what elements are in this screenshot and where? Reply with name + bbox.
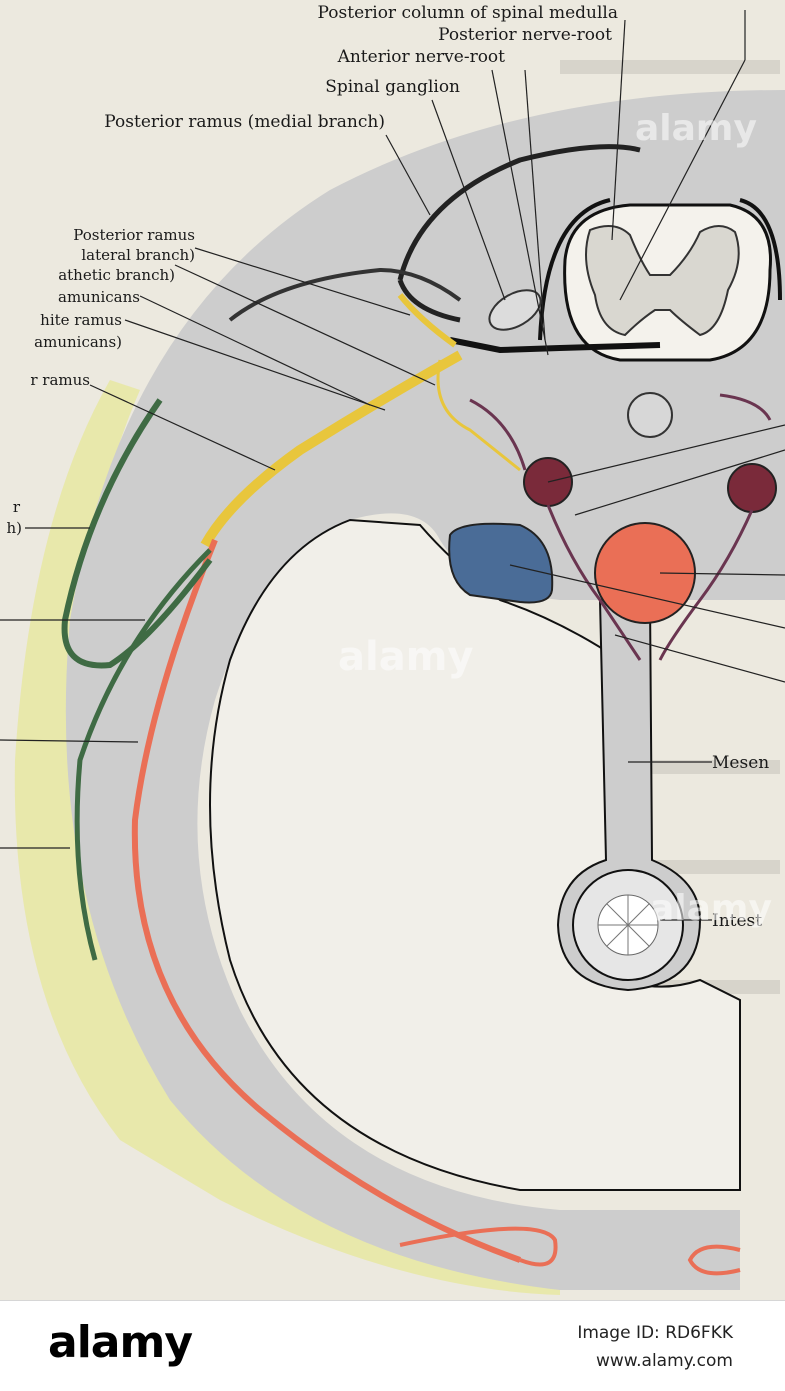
fascia-line-inner [74,548,212,961]
cardinal-vein [448,522,554,604]
label-posterior-column: Posterior column of spinal medulla [318,3,618,23]
anatomy-figure: Posterior column of spinal medulla Poste… [0,3,785,1295]
stock-logo[interactable]: alamy [48,1317,193,1368]
gray-matter [585,225,740,337]
label-white-ramus-cont: amunicans) [34,333,122,351]
label-lateral-cutaneous-2: h) [6,519,22,537]
label-white-ramus: hite ramus [40,311,122,329]
site-url-link[interactable]: www.alamy.com [595,1351,733,1371]
label-posterior-ramus: Posterior ramus [73,226,195,244]
stock-footer: alamy Image ID: RD6FKK www.alamy.com [0,1300,785,1391]
posterior-ramus [397,293,457,348]
body-wall [65,90,785,1290]
intercostal-artery [131,538,522,1263]
label-anterior-ramus: r ramus [30,371,90,389]
label-anterior-nerve-root: Anterior nerve-root [337,47,506,67]
spinal-ganglion [488,289,542,331]
watermark-top: alamy [635,108,757,149]
label-spinal-ganglion: Spinal ganglion [325,77,460,97]
label-intestine: Intest [712,911,762,931]
label-posterior-ramus-medial: Posterior ramus (medial branch) [104,112,385,132]
label-mesentery: Mesen [712,753,769,773]
label-lateral-cutaneous-1: r [13,498,21,516]
fascia-line-outer [61,398,213,669]
dorsal-muscle [397,144,641,323]
notochord [627,392,673,438]
label-gray-ramus: amunicans [58,288,140,306]
label-sympathetic-branch: athetic branch) [58,266,175,284]
sympathetic-branch [436,359,521,472]
watermark-middle: alamy [338,634,473,680]
anterior-ramus [200,350,463,548]
sympathetic-ganglion-right [727,463,777,513]
watermark-right: alamy [650,888,772,929]
label-lateral-branch: lateral branch) [81,246,195,264]
image-id-text: Image ID: RD6FKK [577,1323,733,1343]
label-posterior-nerve-root: Posterior nerve-root [438,25,612,45]
